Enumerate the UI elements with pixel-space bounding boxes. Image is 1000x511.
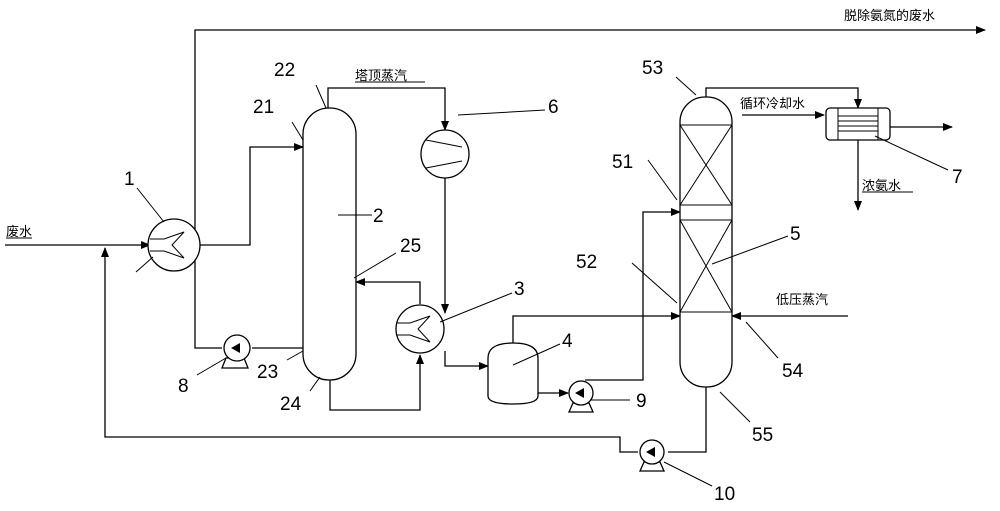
- numeral-6: 6: [548, 97, 559, 118]
- pump9-to-column5: [585, 208, 681, 381]
- condenser-7: [825, 107, 891, 141]
- numeral-51: 51: [612, 152, 633, 173]
- label-cooling-water: 循环冷却水: [740, 97, 805, 112]
- treated-water-line: [194, 26, 986, 232]
- numeral-1: 1: [124, 169, 135, 190]
- numeral-5: 5: [790, 224, 801, 245]
- numeral-2: 2: [373, 206, 384, 227]
- numeral-53: 53: [642, 58, 663, 79]
- reboiler-inlet-line: [329, 354, 424, 411]
- label-strong-ammonia-water: 浓氨水: [862, 179, 901, 194]
- numeral-4: 4: [562, 331, 573, 352]
- rectification-column-5: [679, 96, 733, 388]
- numeral-9: 9: [636, 391, 647, 412]
- compressor-6: [420, 129, 470, 179]
- condensate-line: [444, 351, 489, 370]
- numeral-21: 21: [253, 97, 274, 118]
- tank-vapor-line: [512, 312, 681, 343]
- pump-9: [567, 380, 595, 413]
- label-low-pressure-steam: 低压蒸汽: [776, 293, 828, 308]
- flow-lines: [5, 26, 986, 453]
- reboiler-return-line: [355, 278, 421, 304]
- stripping-column-2: [302, 107, 357, 381]
- heat-exchanger-1: [147, 218, 201, 272]
- heat-exchanger-3: [395, 304, 445, 354]
- numeral-8: 8: [178, 376, 189, 397]
- preheated-feed-line: [200, 143, 304, 246]
- top-vapor-line: [327, 87, 449, 131]
- leader-lines: [135, 76, 949, 487]
- label-treated-water: 脱除氨氮的废水: [844, 8, 935, 24]
- pump-8: [221, 334, 251, 369]
- label-top-vapor: 塔顶蒸汽: [355, 69, 407, 84]
- numeral-24: 24: [280, 394, 302, 415]
- numeral-23: 23: [257, 362, 278, 383]
- column5-overhead-line: [705, 87, 862, 109]
- pump8-to-exchanger1: [194, 258, 222, 349]
- label-waste-water: 废水: [6, 224, 32, 240]
- numeral-52: 52: [576, 252, 597, 273]
- numeral-25: 25: [400, 236, 421, 257]
- numeral-55: 55: [752, 425, 773, 446]
- pump-10: [638, 439, 666, 472]
- column5-bottoms-line: [668, 387, 707, 453]
- numeral-54: 54: [782, 361, 804, 382]
- tank-4: [487, 342, 539, 405]
- numeral-3: 3: [514, 279, 525, 300]
- recycle-line: [101, 247, 638, 453]
- numeral-22: 22: [274, 60, 295, 81]
- numeral-7: 7: [952, 167, 963, 188]
- reference-numerals: 1 2 3 4 5 6 7 8 9 10 21 22 23 24 25 51 5…: [124, 58, 963, 505]
- numeral-10: 10: [714, 484, 735, 505]
- stream-labels: 废水 脱除氨氮的废水 塔顶蒸汽 循环冷却水 低压蒸汽 浓氨水: [6, 8, 935, 308]
